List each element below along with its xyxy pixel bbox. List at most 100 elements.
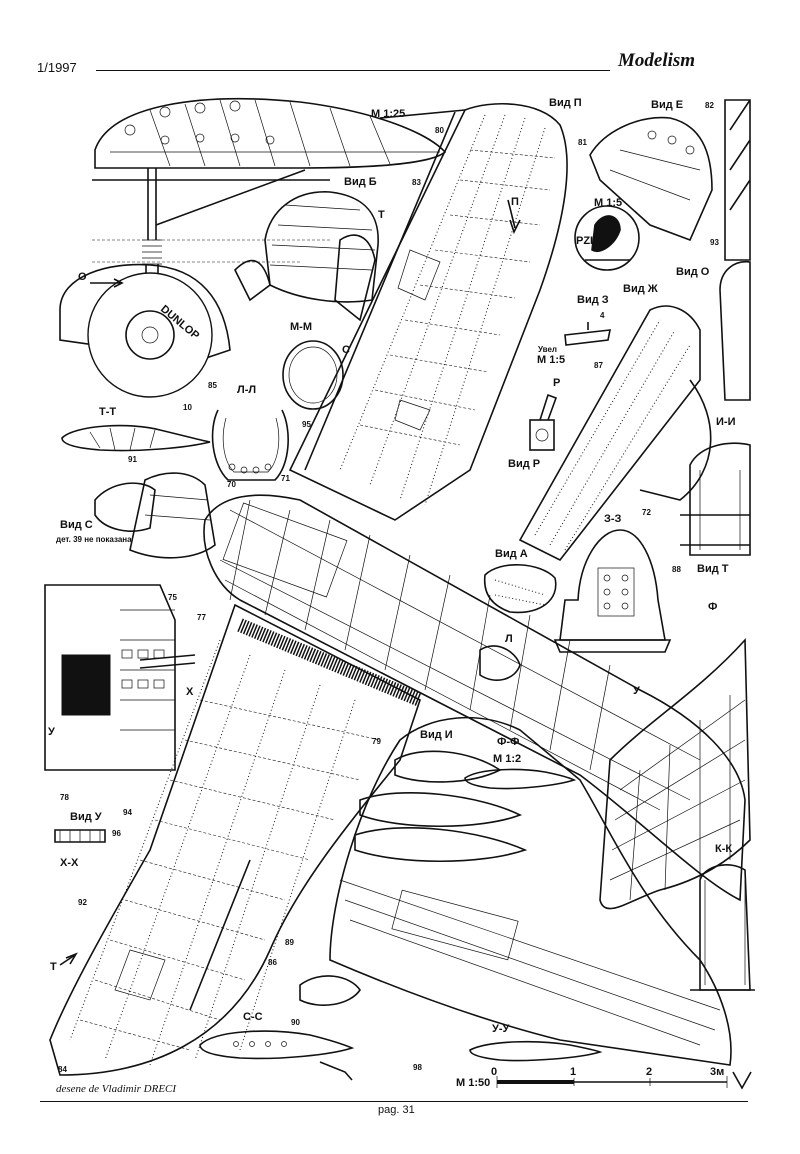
part-number: 83 bbox=[412, 178, 421, 187]
scale-bar bbox=[496, 1071, 752, 1090]
part-number: 86 bbox=[268, 958, 277, 967]
propeller-hub bbox=[94, 472, 216, 559]
label-vid-o: Вид О bbox=[676, 266, 710, 278]
view-s-panel bbox=[44, 584, 196, 771]
label-section-l-l: Л-Л bbox=[237, 384, 256, 396]
label-vid-b: Вид Б bbox=[344, 176, 377, 188]
label-section-m-m: М-М bbox=[290, 321, 312, 333]
part-number: 96 bbox=[112, 829, 121, 838]
view-letter-t: Т bbox=[378, 209, 385, 221]
view-z-bracket bbox=[564, 322, 611, 346]
part-number: 81 bbox=[578, 138, 587, 147]
label-section-t-t: Т-Т bbox=[99, 406, 116, 418]
part-number: 10 bbox=[183, 403, 192, 412]
part-number: 78 bbox=[60, 793, 69, 802]
view-letter-p: П bbox=[511, 196, 519, 208]
label-scale-15-detail: М 1:5 bbox=[537, 354, 565, 366]
label-vid-z: Вид З bbox=[577, 294, 609, 306]
section-i-i bbox=[680, 442, 751, 556]
section-k-k bbox=[690, 864, 755, 991]
view-letter-u: У bbox=[633, 685, 640, 697]
issue-number: 1/1997 bbox=[37, 60, 77, 75]
view-letter-s: С bbox=[342, 344, 350, 356]
scale-tick-3: 3м bbox=[710, 1066, 724, 1078]
footer-rule bbox=[40, 1101, 748, 1102]
label-scale-12: М 1:2 bbox=[493, 753, 521, 765]
label-section-z-z: З-З bbox=[604, 513, 622, 525]
fuselage bbox=[203, 494, 746, 902]
label-section-x-x: Х-Х bbox=[60, 857, 79, 869]
view-zh-aileron bbox=[518, 305, 712, 562]
label-section-i-i: И-И bbox=[716, 416, 736, 428]
part-number: 98 bbox=[413, 1063, 422, 1072]
part-number: 90 bbox=[291, 1018, 300, 1027]
wing-section-landing-gear bbox=[59, 98, 447, 398]
label-scale-150: М 1:50 bbox=[456, 1077, 490, 1089]
horizontal-stabilizer bbox=[599, 637, 751, 910]
view-letter-l: Л bbox=[505, 633, 513, 645]
pzl-insignia bbox=[574, 205, 640, 271]
view-e bbox=[589, 116, 713, 242]
header-rule bbox=[96, 70, 610, 71]
magazine-logo: Modelism bbox=[618, 50, 696, 71]
view-letter-r: Р bbox=[553, 377, 560, 389]
label-section-u-u: У-У bbox=[492, 1023, 510, 1035]
view-letter-yu: У bbox=[48, 726, 55, 738]
scale-tick-2: 2 bbox=[646, 1066, 652, 1078]
label-vid-u: Вид У bbox=[70, 811, 102, 823]
lower-wing-plan bbox=[49, 603, 421, 1076]
section-f-f bbox=[464, 768, 577, 790]
label-vid-a: Вид А bbox=[495, 548, 528, 560]
part-number: 71 bbox=[281, 474, 290, 483]
part-number: 95 bbox=[302, 420, 311, 429]
label-section-s-s: С-С bbox=[243, 1011, 263, 1023]
scale-tick-0: 0 bbox=[491, 1066, 497, 1078]
part-number: 88 bbox=[672, 565, 681, 574]
part-number: 94 bbox=[123, 808, 132, 817]
label-enlarged: Увел bbox=[538, 345, 557, 354]
insignia-text: PZL bbox=[576, 235, 597, 247]
section-u-u bbox=[469, 1040, 603, 1062]
part-number: 87 bbox=[594, 361, 603, 370]
part-number: 77 bbox=[197, 613, 206, 622]
main-wing-plan bbox=[288, 102, 568, 521]
page-number: pag. 31 bbox=[378, 1104, 415, 1116]
section-l-l bbox=[211, 409, 289, 481]
part-number: 79 bbox=[372, 737, 381, 746]
label-vid-zh: Вид Ж bbox=[623, 283, 658, 295]
label-vid-e: Вид Е bbox=[651, 99, 683, 111]
view-letter-f: Ф bbox=[708, 601, 717, 613]
label-section-f-f: Ф-Ф bbox=[497, 736, 519, 748]
label-section-k-k: К-К bbox=[715, 843, 732, 855]
section-z-z bbox=[553, 529, 672, 653]
part-number: 82 bbox=[705, 101, 714, 110]
author-credit: desene de Vladimir DRECI bbox=[56, 1083, 177, 1095]
scale-tick-1: 1 bbox=[570, 1066, 576, 1078]
section-s-s bbox=[199, 1030, 355, 1081]
view-r-hinge bbox=[529, 393, 558, 451]
part-number: 75 bbox=[168, 593, 177, 602]
part-number: 70 bbox=[227, 480, 236, 489]
view-letter-x: Х bbox=[186, 686, 194, 698]
part-number: 93 bbox=[710, 238, 719, 247]
view-a bbox=[483, 564, 557, 614]
label-vid-i: Вид И bbox=[420, 729, 453, 741]
label-vid-s: Вид С bbox=[60, 519, 93, 531]
view-b-cowling bbox=[234, 191, 379, 322]
label-vid-s-note: дет. 39 не показана bbox=[56, 535, 132, 544]
part-number: 92 bbox=[78, 898, 87, 907]
label-vid-r: Вид Р bbox=[508, 458, 540, 470]
label-vid-p: Вид П bbox=[549, 97, 582, 109]
section-x-x bbox=[54, 829, 106, 843]
view-letter-t2: Т bbox=[50, 961, 57, 973]
part-number: 91 bbox=[128, 455, 137, 464]
part-number: 84 bbox=[58, 1065, 67, 1074]
label-scale-15-insignia: М 1:5 bbox=[594, 197, 622, 209]
part-number: 80 bbox=[435, 126, 444, 135]
label-vid-t: Вид Т bbox=[697, 563, 729, 575]
view-o-gear-leg bbox=[719, 99, 751, 401]
part-number: 72 bbox=[642, 508, 651, 517]
section-t-t bbox=[61, 424, 211, 452]
label-scale-125: М 1:25 bbox=[371, 108, 405, 120]
